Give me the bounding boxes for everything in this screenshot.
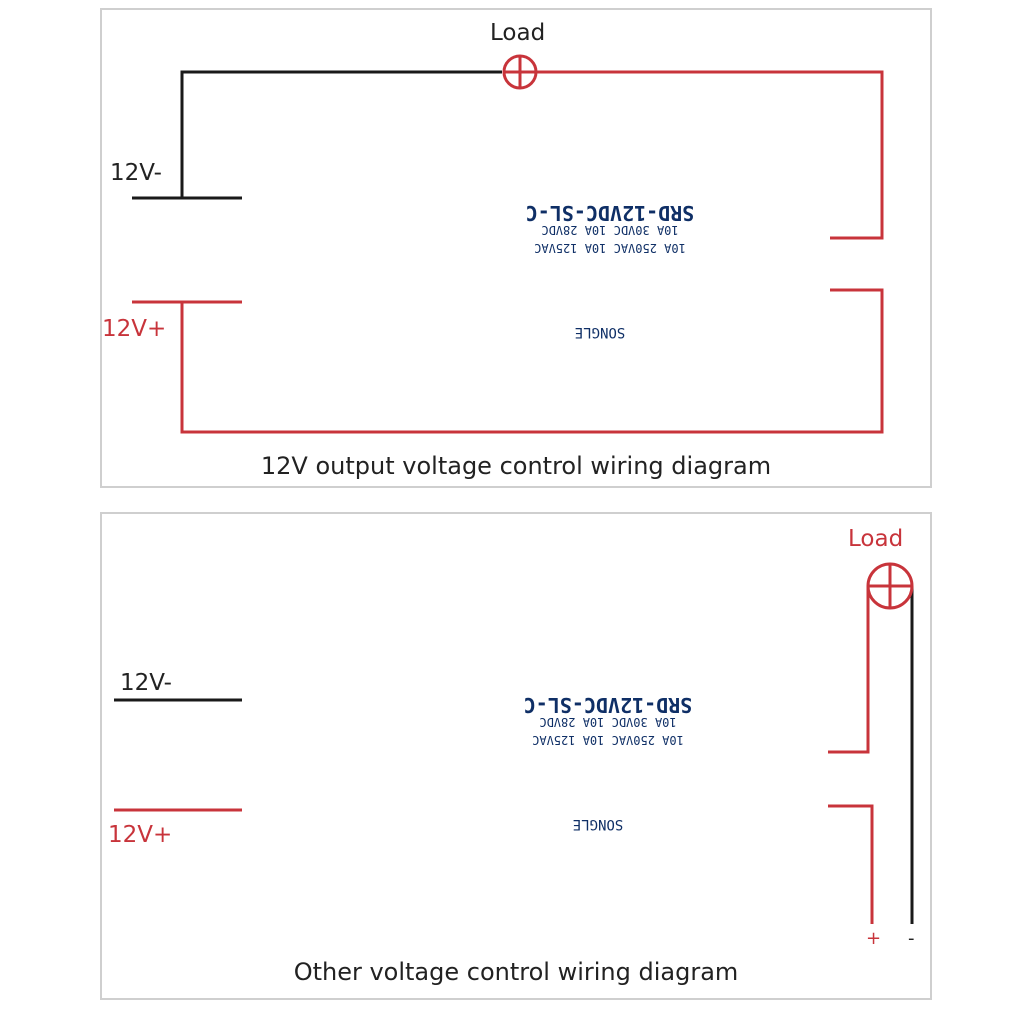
bottom-minus-sign: -	[908, 928, 915, 949]
relay-brand-text: SONGLE	[573, 816, 624, 832]
output-marking-text: 输出	[774, 834, 802, 850]
relay-rating-text: 10A 30VDC 10A 28VDC	[541, 223, 678, 237]
bottom-neg-label: 12V-	[120, 670, 172, 696]
bottom-wire-plus-red	[828, 804, 874, 924]
bottom-load-symbol	[866, 562, 914, 610]
input-marking-text: 输入	[232, 160, 260, 176]
input-marking-text: 输入	[230, 652, 258, 668]
top-caption: 12V output voltage control wiring diagra…	[260, 452, 772, 480]
relay-model-text: SRD-12VDC-SL-C	[524, 693, 693, 717]
top-pos-label: 12V+	[102, 316, 167, 342]
relay-model-text: SRD-12VDC-SL-C	[526, 201, 695, 225]
bottom-load-label: Load	[848, 526, 904, 552]
bottom-pos-label: 12V+	[108, 822, 173, 848]
top-load-label: Load	[490, 20, 546, 46]
relay-rating-text: 10A 250VAC 10A 125VAC	[534, 241, 686, 255]
top-wire-load-red	[536, 70, 884, 240]
bottom-wire-load-red	[828, 586, 870, 754]
top-wire-neg-black	[132, 70, 502, 200]
relay-rating-text: 10A 30VDC 10A 28VDC	[539, 715, 676, 729]
bottom-plus-sign: +	[866, 928, 882, 949]
top-neg-label: 12V-	[110, 160, 162, 186]
top-wire-pos-red	[132, 288, 884, 434]
relay-rating-text: 10A 250VAC 10A 125VAC	[532, 733, 684, 747]
relay-brand-text: SONGLE	[575, 324, 626, 340]
output-marking-text: 输出	[776, 342, 804, 358]
bottom-caption: Other voltage control wiring diagram	[293, 958, 739, 986]
top-load-symbol	[502, 54, 538, 90]
